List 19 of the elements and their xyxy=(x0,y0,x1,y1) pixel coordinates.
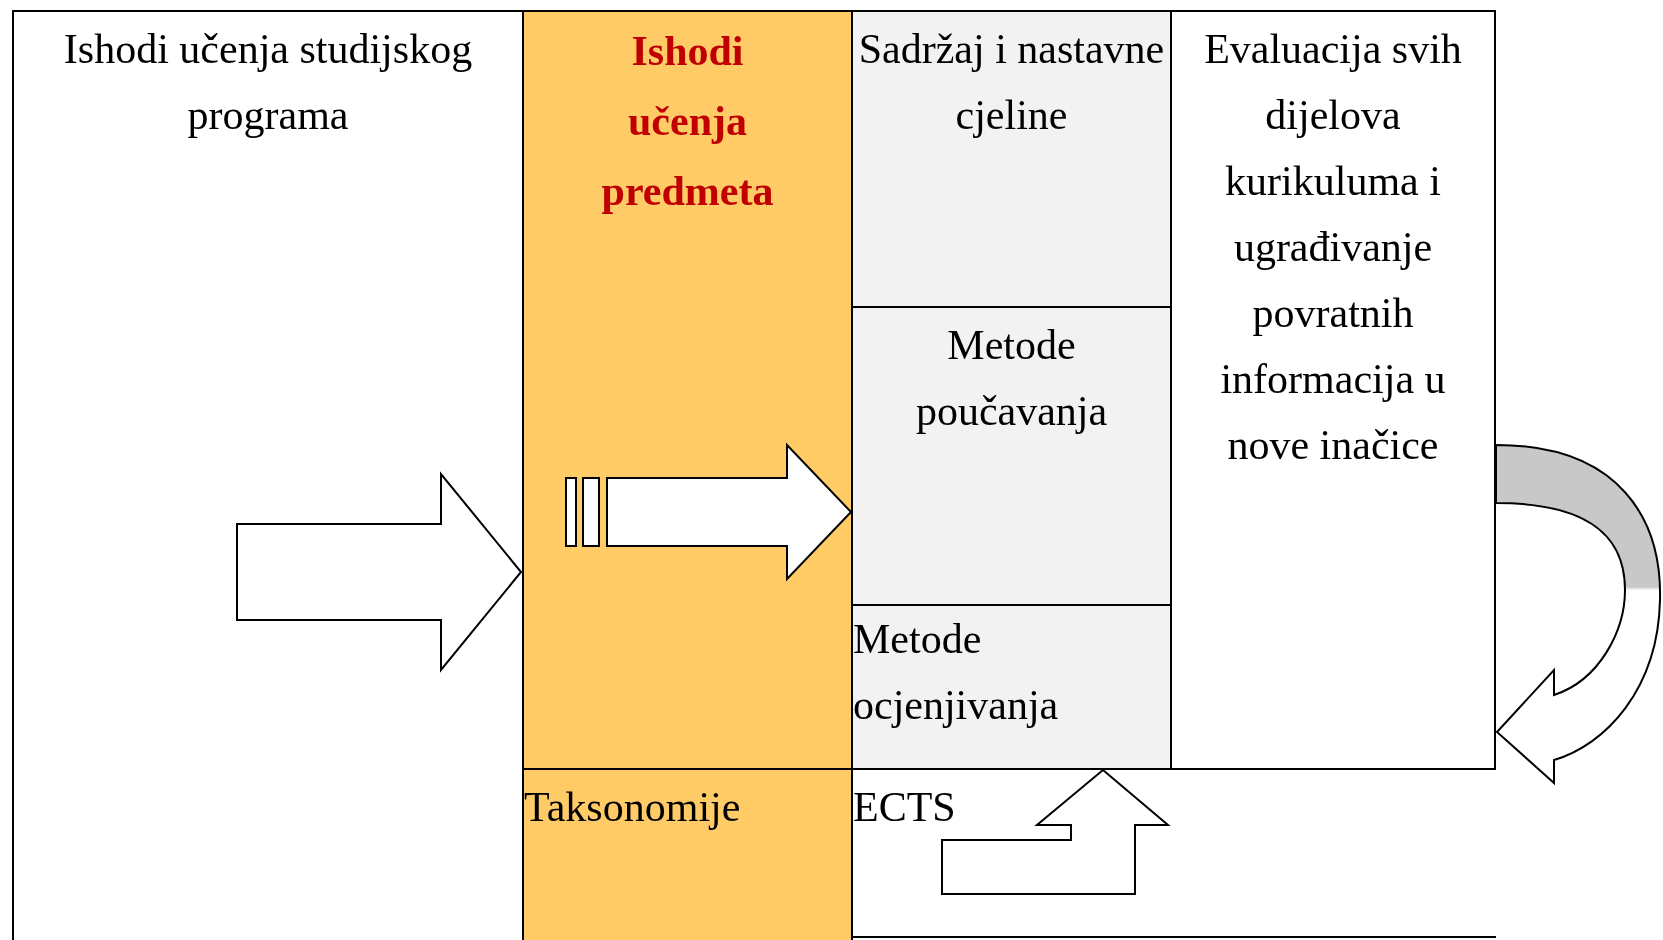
block-arrow xyxy=(236,471,523,673)
box-label: ECTS xyxy=(853,784,956,830)
column-box xyxy=(12,10,522,940)
block-arrow xyxy=(941,768,1171,895)
box-label: Sadržaj i nastavne cjeline xyxy=(858,26,1165,138)
column-box xyxy=(853,308,1172,606)
box-label: Metode ocjenjivanja xyxy=(853,616,1059,728)
box-label: Taksonomije xyxy=(524,784,741,830)
column-box xyxy=(1172,10,1496,770)
column-box xyxy=(853,10,1172,308)
column-box xyxy=(522,10,853,770)
box-label: Ishodi učenja predmeta xyxy=(601,28,774,214)
column-box xyxy=(853,606,1172,770)
box-label: Ishodi učenja studijskog programa xyxy=(63,26,473,138)
block-arrow xyxy=(565,442,853,582)
box-label: Evaluacija svih dijelova kurikuluma i ugrađivanje povratnih informacija u nove inačice xyxy=(1204,26,1462,468)
box-label: Metode poučavanja xyxy=(915,322,1108,434)
curved-block-arrow xyxy=(1495,444,1661,784)
column-box xyxy=(522,770,853,940)
